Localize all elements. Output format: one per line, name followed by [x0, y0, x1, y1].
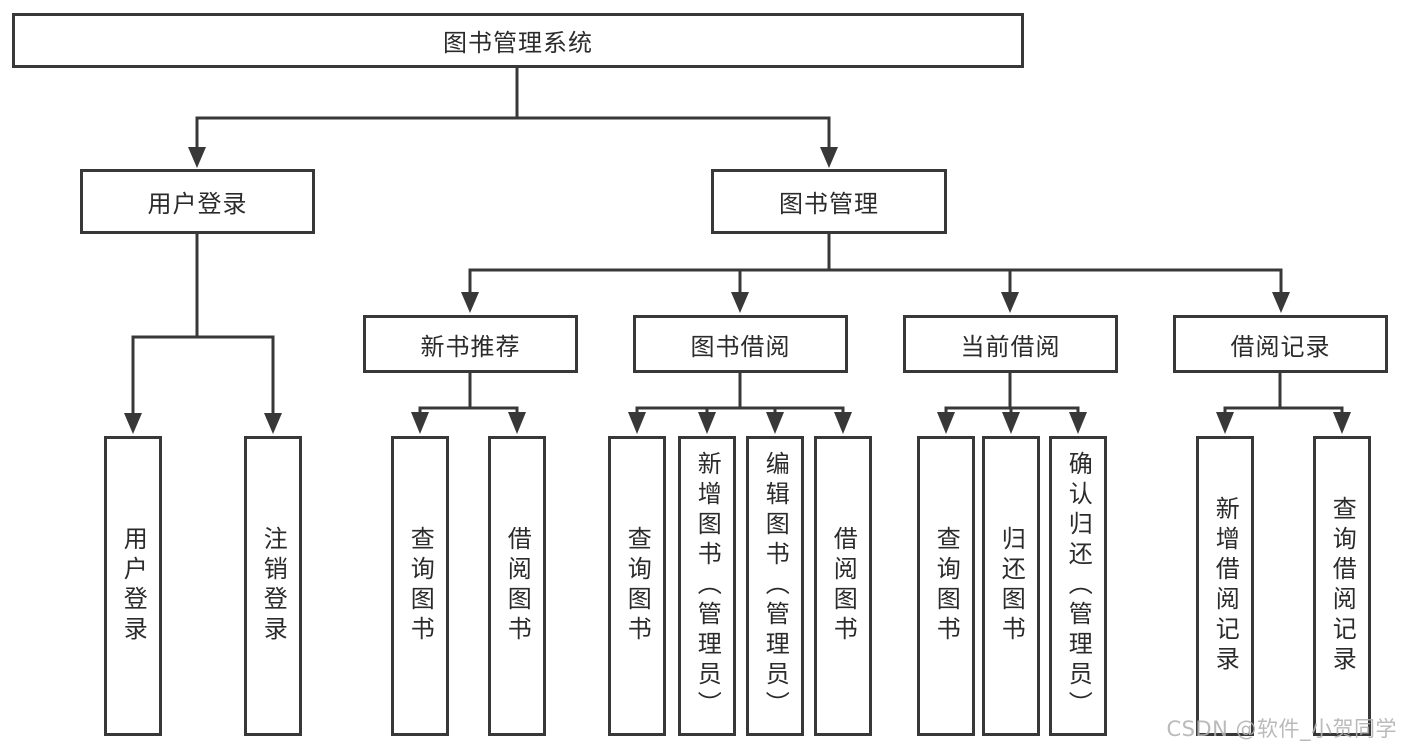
node-leaf-user-login: 用户登录: [104, 436, 162, 736]
node-leaf-query-books-borrowing: 查询图书: [608, 436, 666, 736]
node-current-borrowing: 当前借阅: [903, 315, 1118, 373]
node-borrowing-records: 借阅记录: [1173, 315, 1388, 373]
node-leaf-query-books-recommend: 查询图书: [391, 436, 449, 736]
node-leaf-confirm-return-admin: 确认归还（管理员）: [1049, 436, 1107, 736]
node-leaf-add-borrow-record: 新增借阅记录: [1196, 436, 1254, 736]
node-leaf-query-borrow-record: 查询借阅记录: [1313, 436, 1371, 736]
node-library-management-system: 图书管理系统: [12, 13, 1024, 68]
node-leaf-logout: 注销登录: [244, 436, 302, 736]
node-leaf-borrow-books-recommend: 借阅图书: [488, 436, 546, 736]
node-leaf-query-books-current: 查询图书: [917, 436, 975, 736]
node-leaf-add-book-admin: 新增图书（管理员）: [678, 436, 736, 736]
node-leaf-edit-book-admin: 编辑图书（管理员）: [746, 436, 804, 736]
node-book-borrowing: 图书借阅: [633, 315, 848, 373]
node-new-book-recommend: 新书推荐: [363, 315, 578, 373]
csdn-watermark: CSDN @软件_小贺同学: [1166, 717, 1397, 741]
node-user-login: 用户登录: [80, 169, 315, 234]
node-book-management: 图书管理: [711, 169, 947, 234]
node-leaf-return-book: 归还图书: [982, 436, 1040, 736]
node-leaf-borrow-books-borrowing: 借阅图书: [814, 436, 872, 736]
